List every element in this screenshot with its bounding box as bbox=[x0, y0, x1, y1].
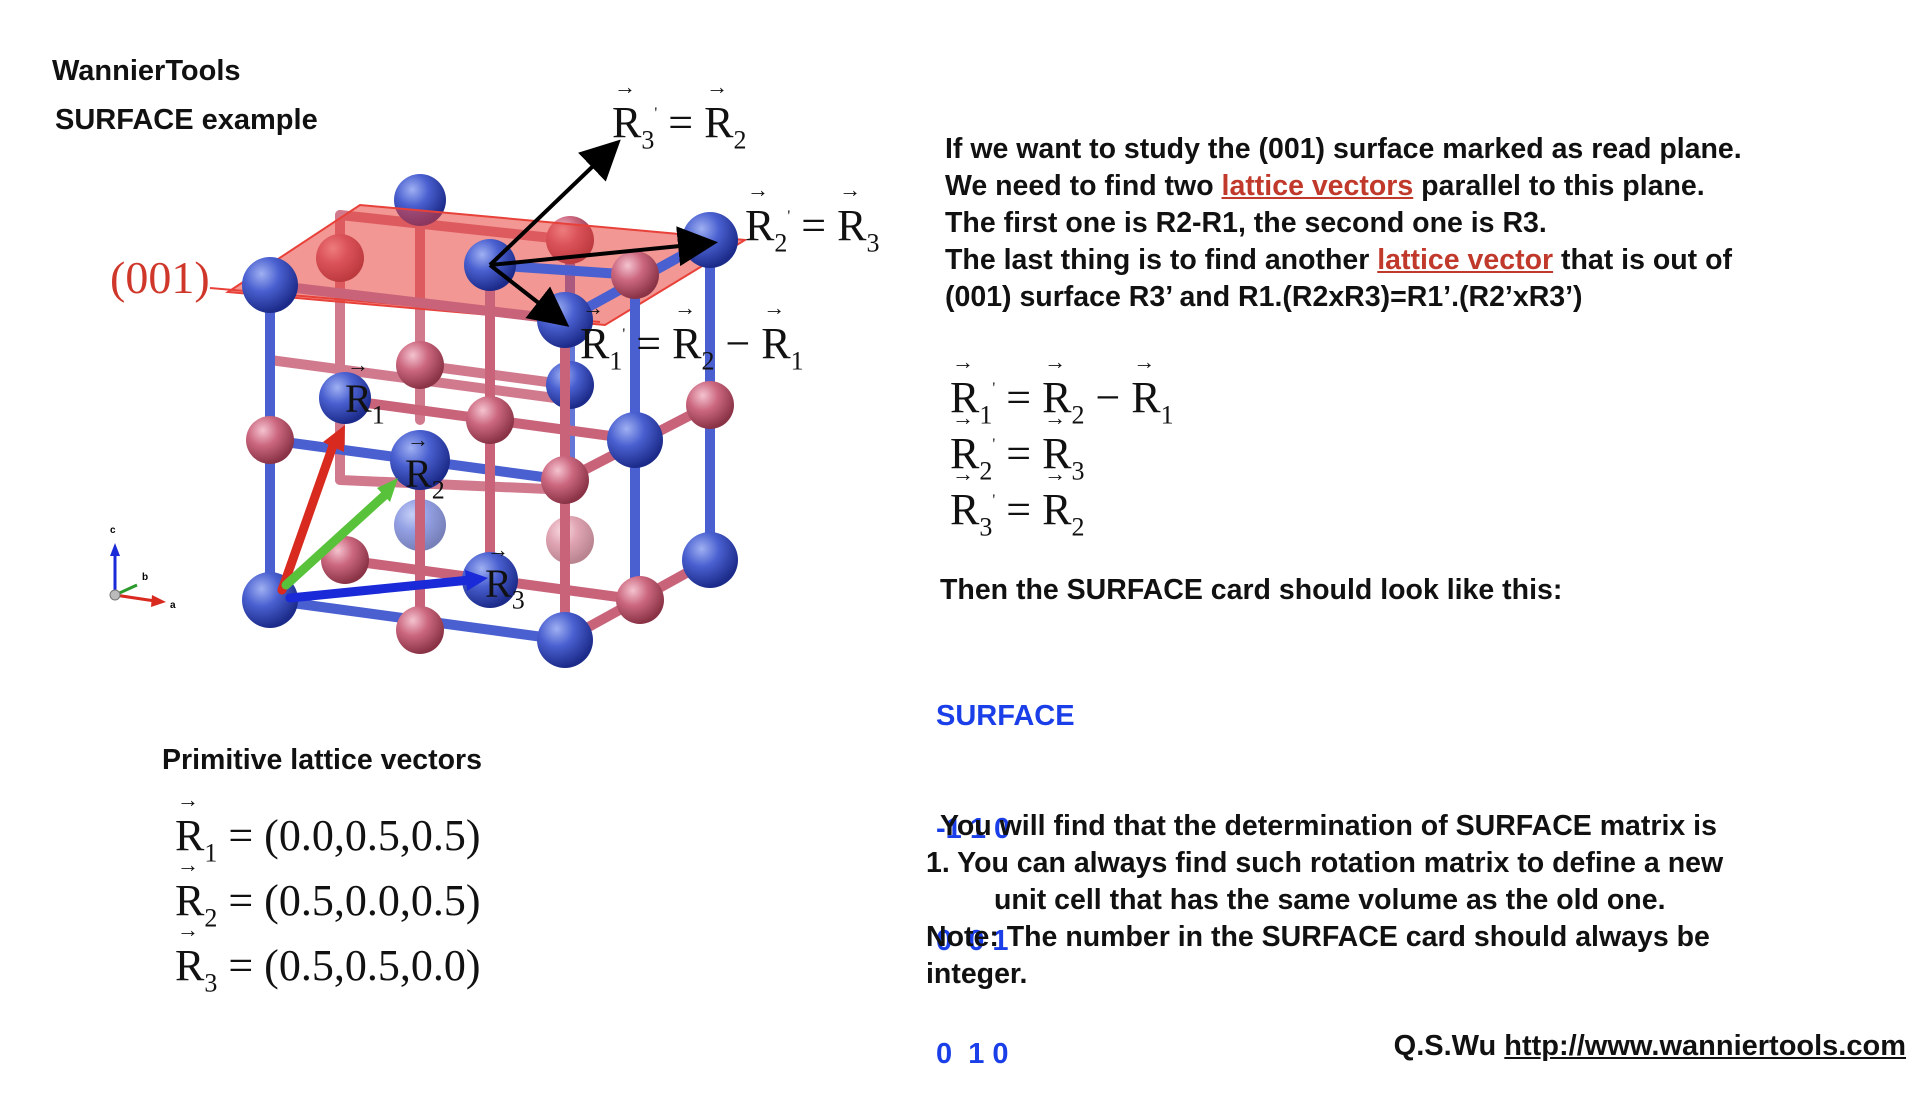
surface-card-row-3: 0 1 0 bbox=[936, 1037, 1009, 1070]
arrow-r2 bbox=[281, 490, 390, 590]
note-line-2: 1. You can always find such rotation mat… bbox=[926, 847, 1724, 879]
surface-card-header: SURFACE bbox=[936, 700, 1075, 732]
primitive-vector-arrows bbox=[277, 425, 488, 603]
axis-c-label: c bbox=[110, 525, 116, 536]
axis-a-label: a bbox=[170, 600, 176, 611]
arrow-r1 bbox=[277, 435, 340, 595]
note-paragraph: You will find that the determination of … bbox=[926, 808, 1723, 993]
plane-label: (001) bbox=[110, 252, 210, 303]
label-r2: R2 bbox=[405, 427, 445, 506]
primitive-r2: R2 = (0.5,0.0,0.5) bbox=[175, 852, 480, 934]
crystal-lattice-diagram: c b a bbox=[109, 139, 749, 668]
footer-credit: Q.S.Wu http://www.wanniertools.com bbox=[1394, 1030, 1906, 1063]
surface-card-row-1: -1 1 0 bbox=[936, 812, 1011, 845]
explanation-line-4: The last thing is to find another lattic… bbox=[945, 244, 1732, 276]
footer-url-link[interactable]: http://www.wanniertools.com bbox=[1504, 1030, 1906, 1062]
lattice-vectors-link[interactable]: lattice vectors bbox=[1221, 170, 1414, 202]
diagram-eq-r2prime: R2' = R3 bbox=[745, 177, 879, 259]
axis-b-label: b bbox=[142, 572, 148, 583]
explanation-line-5: (001) surface R3’ and R1.(R2xR3)=R1’.(R2… bbox=[945, 281, 1583, 313]
surface-card-intro: Then the SURFACE card should look like t… bbox=[940, 574, 1563, 606]
primitive-r3: R3 = (0.5,0.5,0.0) bbox=[175, 917, 480, 999]
axis-triad-icon: c b a bbox=[109, 525, 176, 611]
app-title: WannierTools bbox=[52, 55, 241, 87]
note-line-5: integer. bbox=[926, 958, 1028, 990]
explanation-line-1: If we want to study the (001) surface ma… bbox=[945, 133, 1742, 165]
note-line-4: Note: The number in the SURFACE card sho… bbox=[926, 921, 1710, 953]
explanation-paragraph: If we want to study the (001) surface ma… bbox=[945, 131, 1742, 316]
diagram-eq-r3prime: R3' = R2 bbox=[612, 74, 746, 156]
equation-r3prime: R3' = R2 bbox=[950, 461, 1084, 543]
lattice-vector-link[interactable]: lattice vector bbox=[1377, 244, 1554, 276]
diagram-eq-r1prime: R1' = R2 − R1 bbox=[580, 295, 804, 377]
label-r1: R1 bbox=[345, 352, 385, 431]
note-line-1: You will find that the determination of … bbox=[940, 810, 1717, 842]
explanation-line-2: We need to find two lattice vectors para… bbox=[945, 170, 1705, 202]
arrow-r3 bbox=[285, 575, 475, 603]
surface-card-row-2: 0 0 1 bbox=[936, 925, 1009, 957]
explanation-line-3: The first one is R2-R1, the second one i… bbox=[945, 207, 1547, 239]
page-subtitle: SURFACE example bbox=[55, 104, 318, 136]
surface-vector-arrows bbox=[488, 139, 718, 327]
primitive-r1: R1 = (0.0,0.5,0.5) bbox=[175, 787, 480, 869]
equation-r1prime: R1' = R2 − R1 bbox=[950, 349, 1174, 431]
primitive-heading: Primitive lattice vectors bbox=[162, 744, 482, 776]
footer-author: Q.S.Wu bbox=[1393, 1030, 1497, 1062]
surface-card-block: SURFACE -1 1 0 0 0 1 0 1 0 bbox=[936, 623, 1075, 1111]
note-line-3: unit cell that has the same volume as th… bbox=[994, 884, 1666, 916]
label-r3: R3 bbox=[485, 537, 525, 616]
